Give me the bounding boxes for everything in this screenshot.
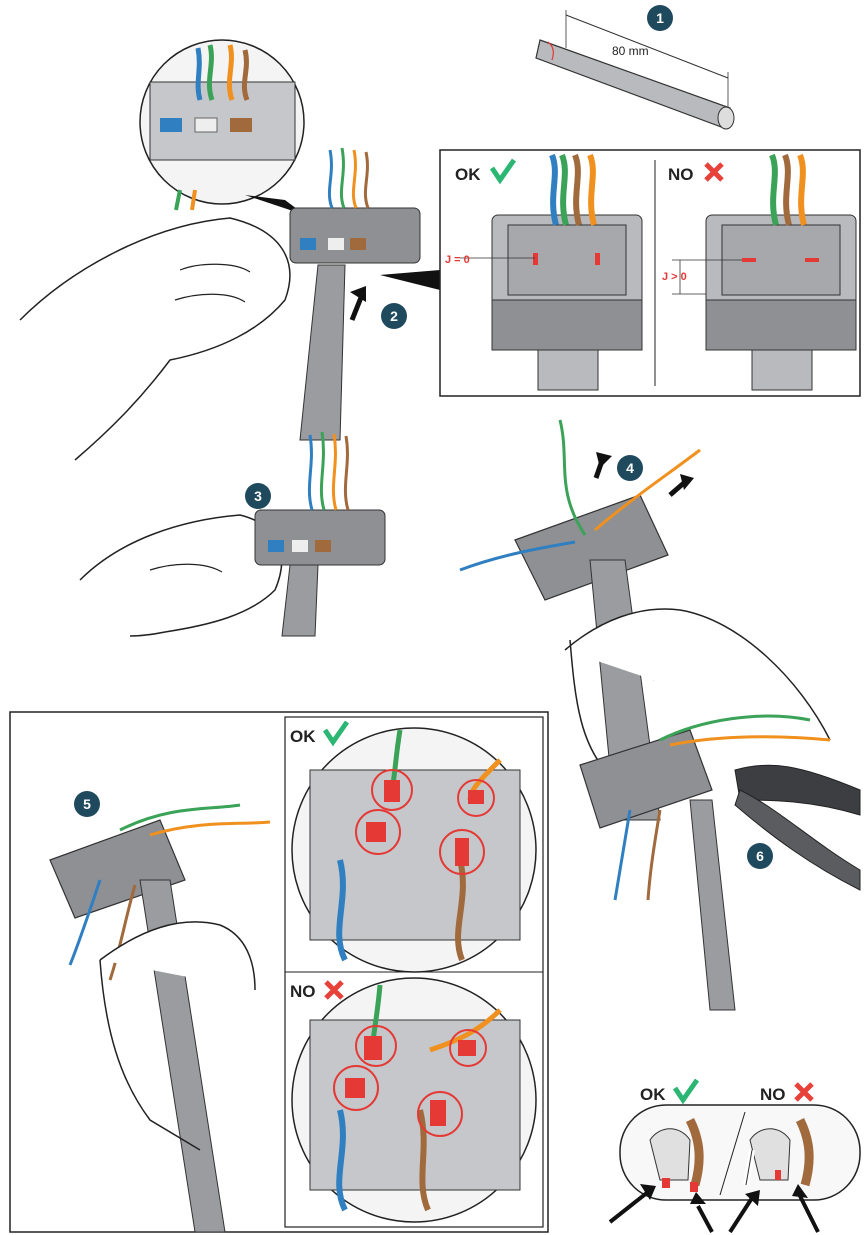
- svg-text:5: 5: [83, 796, 91, 812]
- ok-gap-label: J = 0: [445, 254, 470, 266]
- svg-text:4: 4: [626, 460, 634, 476]
- step6-detail-oval: [620, 1105, 860, 1200]
- svg-text:3: 3: [254, 488, 262, 504]
- cross-icon: [796, 1084, 812, 1100]
- step-badge-2: 2: [381, 303, 407, 329]
- svg-text:1: 1: [656, 10, 664, 26]
- ok-label-step6: OK: [640, 1085, 666, 1104]
- step-badge-4: 4: [617, 455, 643, 481]
- cable-strip-illustration: [536, 10, 734, 129]
- step5-ok-detail: [292, 728, 536, 972]
- detail-pointer: [380, 270, 440, 290]
- no-gap-label: J > 0: [662, 271, 687, 283]
- no-label-step6: NO: [760, 1085, 786, 1104]
- cutting-pliers-step6: [580, 716, 860, 1010]
- step-badge-5: 5: [74, 791, 100, 817]
- hand-holding-connector-step3: [80, 432, 385, 636]
- cable-length-label: 80 mm: [612, 44, 649, 58]
- check-icon: [675, 1080, 697, 1100]
- step-badge-6: 6: [747, 843, 773, 869]
- svg-text:2: 2: [390, 308, 398, 324]
- no-label-step5: NO: [290, 982, 316, 1001]
- ok-label-step5: OK: [290, 727, 316, 746]
- push-arrow: [352, 295, 362, 320]
- step5-no-detail: [292, 978, 536, 1222]
- ok-label-step2: OK: [455, 165, 481, 184]
- magnifier-circle-step2: [140, 40, 304, 210]
- step2-detail-panel: [440, 150, 860, 396]
- step-badge-1: 1: [647, 5, 673, 31]
- svg-text:6: 6: [756, 848, 764, 864]
- hand-holding-connector-step5: [50, 805, 270, 1232]
- step-badge-3: 3: [245, 483, 271, 509]
- no-label-step2: NO: [668, 165, 694, 184]
